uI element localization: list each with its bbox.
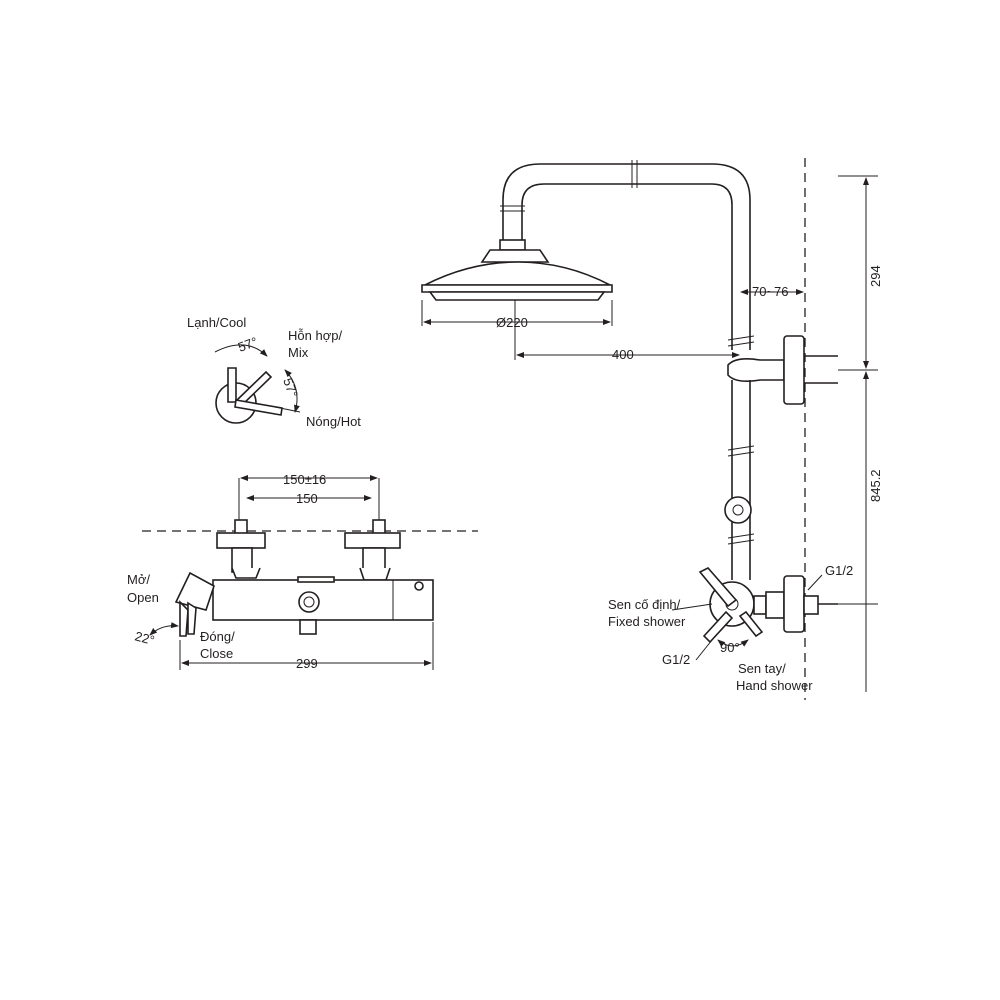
connector-left bbox=[216, 532, 266, 549]
label-fixed-2: Fixed shower bbox=[608, 614, 686, 629]
dim-label-294: 294 bbox=[868, 265, 883, 287]
dim-label-220: Ø220 bbox=[496, 315, 528, 330]
connector-right bbox=[344, 532, 401, 549]
shower-head-plate bbox=[421, 284, 613, 293]
mixer-outlet bbox=[299, 619, 317, 635]
leader-g12-top bbox=[807, 574, 823, 591]
label-close-1: Đóng/ bbox=[200, 629, 235, 644]
mixer-body bbox=[212, 579, 434, 621]
arm-outer bbox=[502, 163, 751, 350]
label-hand-1: Sen tay/ bbox=[738, 661, 786, 676]
label-mix-1: Hỗn hợp/ bbox=[288, 328, 342, 343]
dim-label-299: 299 bbox=[296, 656, 318, 671]
label-close-2: Close bbox=[200, 646, 233, 661]
mixer-front-view bbox=[142, 475, 478, 670]
arm-inner bbox=[521, 183, 733, 350]
label-open-2: Open bbox=[127, 590, 159, 605]
dim-label-150-16: 150±16 bbox=[283, 472, 326, 487]
mixer-knob bbox=[298, 591, 320, 613]
wall-flange-top bbox=[783, 335, 805, 405]
shower-head-nozzles bbox=[428, 291, 606, 301]
label-mix-2: Mix bbox=[288, 345, 309, 360]
shower-head-top bbox=[424, 261, 611, 286]
label-angle-90: 90° bbox=[720, 640, 740, 655]
leader-hot bbox=[274, 406, 301, 413]
label-g12-top: G1/2 bbox=[825, 563, 853, 578]
angle-90-arc bbox=[717, 639, 749, 647]
dim-label-150: 150 bbox=[296, 491, 318, 506]
wall-flange-bottom bbox=[783, 575, 805, 633]
label-g12-bottom: G1/2 bbox=[662, 652, 690, 667]
label-open-1: Mở/ bbox=[127, 572, 150, 587]
lever-position-detail bbox=[214, 344, 301, 424]
dim-label-70-76: 70~76 bbox=[752, 284, 789, 299]
angle-22-arc bbox=[149, 622, 179, 636]
dim-label-845: 845.2 bbox=[868, 469, 883, 502]
label-fixed-1: Sen cố định/ bbox=[608, 597, 681, 612]
angle-arc-top bbox=[214, 344, 268, 357]
shower-column-side-view bbox=[421, 158, 878, 700]
label-angle-a: 57° bbox=[236, 334, 260, 355]
leader-fixed bbox=[671, 603, 713, 611]
label-hand-2: Hand shower bbox=[736, 678, 813, 693]
wall-bracket-top bbox=[727, 358, 785, 382]
angle-arc-side bbox=[284, 369, 300, 413]
lever-hot bbox=[234, 399, 283, 416]
label-cool: Lạnh/Cool bbox=[187, 315, 246, 330]
label-hot: Nóng/Hot bbox=[306, 414, 361, 429]
leader-g12-bottom bbox=[695, 639, 713, 661]
lever-cool bbox=[227, 367, 237, 403]
label-angle-22: 22° bbox=[133, 628, 156, 648]
hand-shower-holder bbox=[724, 496, 752, 524]
diverter-lever bbox=[698, 567, 738, 608]
bottom-nut bbox=[765, 591, 785, 619]
dim-label-400: 400 bbox=[612, 347, 634, 362]
label-angle-b: 57° bbox=[280, 376, 301, 400]
